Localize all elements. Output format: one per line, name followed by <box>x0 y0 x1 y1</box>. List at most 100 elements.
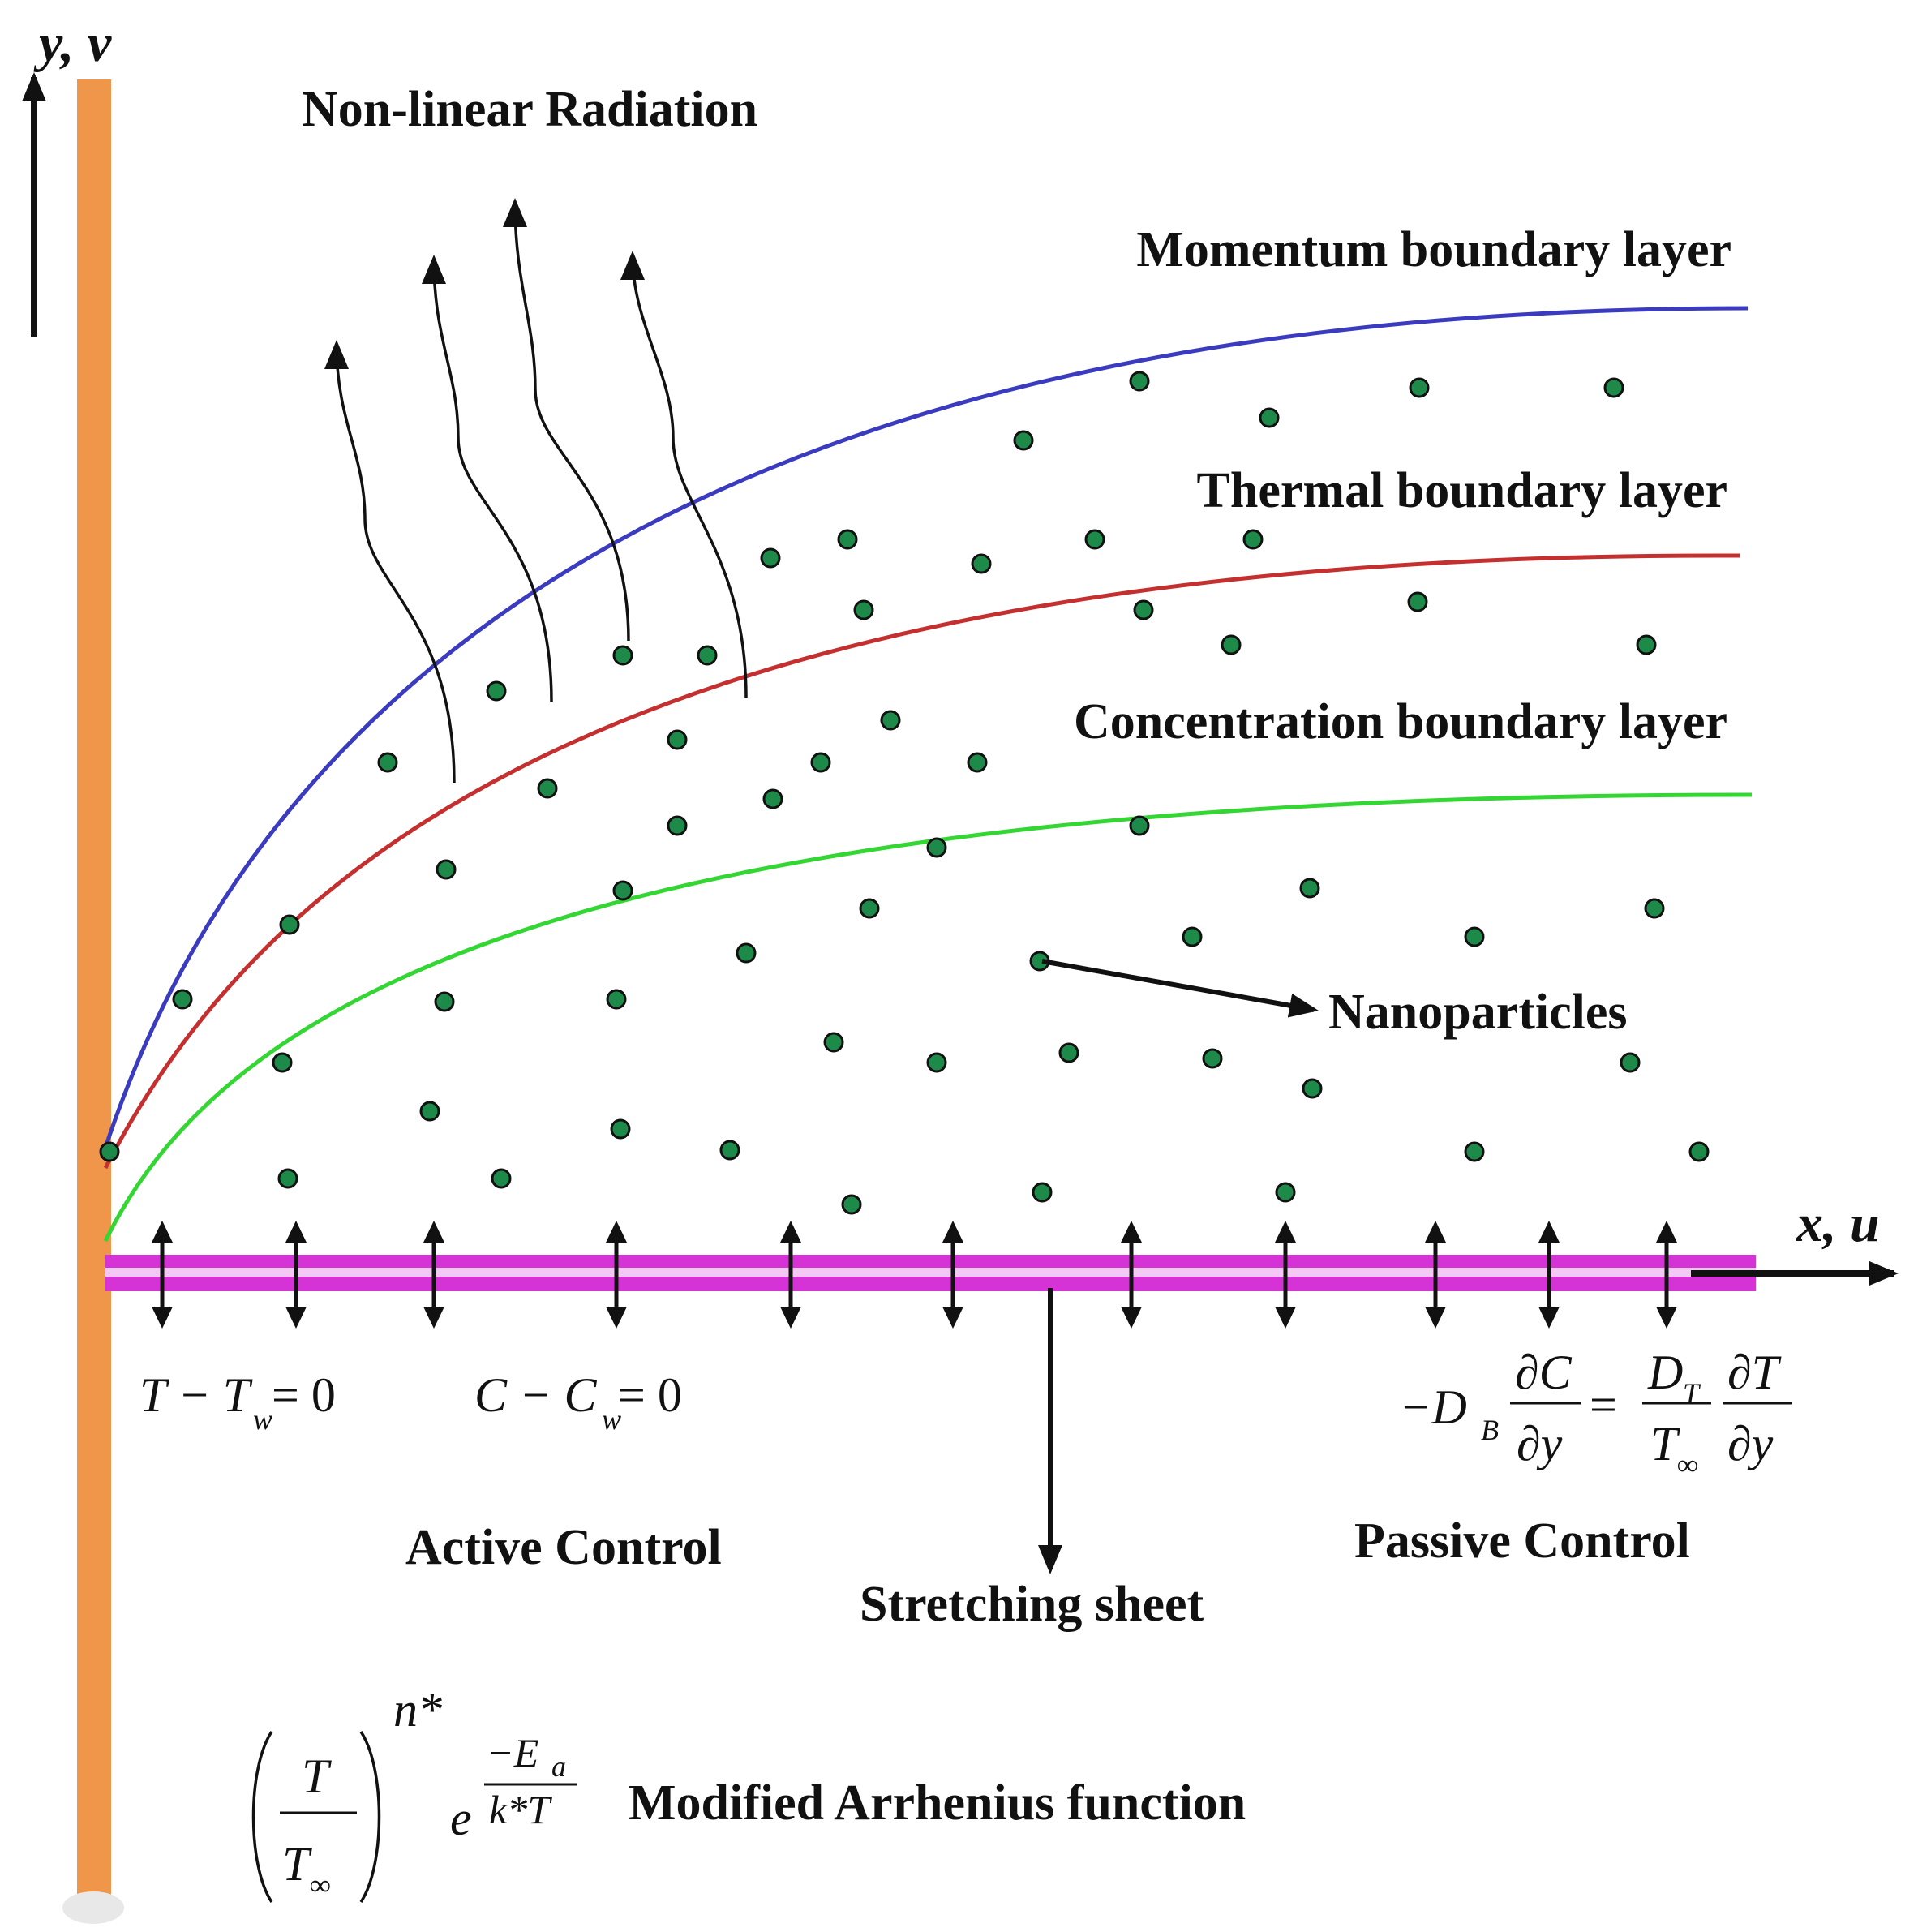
vertical-wall <box>77 79 111 1904</box>
nanoparticle <box>486 680 507 702</box>
nanoparticles-group <box>99 371 1710 1215</box>
sheet-arrow-head <box>606 1221 627 1243</box>
nanoparticle <box>1221 634 1242 655</box>
arrhenius-label: Modified Arrhenius function <box>629 1775 1246 1831</box>
sheet-arrow-head <box>423 1307 444 1329</box>
thermal-boundary-curve <box>103 553 1740 1170</box>
nanoparticle <box>1644 898 1665 919</box>
arrhenius-right-paren <box>359 1731 381 1903</box>
nanoparticle <box>1407 591 1428 612</box>
nanoparticle <box>1409 377 1430 398</box>
nanoparticle <box>1302 1078 1323 1099</box>
passive-equals: = <box>1590 1378 1617 1432</box>
sheet-arrow-head <box>1121 1307 1142 1329</box>
nanoparticle <box>667 729 688 750</box>
passive-lead: −D <box>1399 1380 1467 1434</box>
nanoparticle <box>272 1052 293 1073</box>
nanoparticle <box>172 989 193 1010</box>
nanoparticle <box>1202 1048 1223 1069</box>
momentum-boundary-curve <box>103 306 1749 1148</box>
nanoparticle <box>859 898 880 919</box>
arrhenius-num: T <box>302 1750 332 1803</box>
radiation-label: Non-linear Radiation <box>302 82 757 137</box>
radiation-arrow-2 <box>422 255 553 702</box>
radiation-arrow-4 <box>620 251 748 698</box>
passive-frac1-num: ∂C <box>1515 1346 1573 1399</box>
nanoparticle <box>610 1118 631 1140</box>
passive-control-equation: −D B ∂C ∂y = D T T ∞ ∂T ∂y <box>1399 1346 1792 1481</box>
active-T-sub: w <box>253 1403 272 1436</box>
x-axis-label: x, u <box>1796 1194 1880 1253</box>
nanoparticle <box>837 529 858 550</box>
sheet-arrow-head <box>780 1221 801 1243</box>
nanoparticle <box>880 710 901 731</box>
sheet-arrow-head <box>942 1307 963 1329</box>
nanoparticle <box>99 1141 120 1162</box>
nanoparticle <box>1013 430 1034 451</box>
concentration-label: Concentration boundary layer <box>1074 694 1727 749</box>
sheet-arrow-head <box>1275 1221 1296 1243</box>
nanoparticle <box>491 1168 512 1189</box>
nanoparticle <box>1182 926 1203 947</box>
passive-lead-sub: B <box>1481 1414 1499 1446</box>
nanoparticle <box>1058 1042 1079 1063</box>
nanoparticle <box>1464 1141 1485 1162</box>
arrhenius-expression: T T ∞ n* e −E a k*T <box>251 1683 577 1903</box>
arrhenius-e-den: k*T <box>489 1787 552 1832</box>
sheet-arrow-head <box>152 1307 173 1329</box>
nanoparticle <box>612 645 633 666</box>
active-C-rhs: = 0 <box>618 1368 682 1422</box>
sheet-arrow-head <box>152 1221 173 1243</box>
sheet-arrow-head <box>1425 1221 1446 1243</box>
nanoparticle <box>1603 377 1624 398</box>
nanoparticle <box>1133 599 1154 620</box>
passive-frac3-den: ∂y <box>1727 1417 1774 1470</box>
nanoparticle <box>810 752 831 773</box>
arrhenius-base: e <box>450 1792 472 1845</box>
sheet-arrow-head <box>423 1221 444 1243</box>
nanoparticle <box>1688 1141 1710 1162</box>
passive-frac3-num: ∂T <box>1727 1346 1782 1399</box>
nanoparticle <box>377 752 398 773</box>
sheet-arrow-head <box>1538 1307 1560 1329</box>
nanoparticle <box>1259 407 1280 428</box>
nanoparticle <box>277 1168 298 1189</box>
nanoparticle <box>971 553 992 574</box>
nanoparticle <box>436 859 457 880</box>
active-concentration-equation: C − C w = 0 <box>474 1368 682 1436</box>
sheet-arrow-head <box>942 1221 963 1243</box>
nanoparticle <box>926 1052 947 1073</box>
passive-frac1-den: ∂y <box>1517 1417 1563 1470</box>
sheet-double-arrows <box>152 1221 1677 1329</box>
radiation-arrows <box>324 198 748 784</box>
nanoparticle <box>1299 878 1320 899</box>
active-control-label: Active Control <box>405 1520 722 1575</box>
nanoparticle <box>1620 1052 1641 1073</box>
arrhenius-e-num: −E <box>487 1730 538 1775</box>
passive-control-label: Passive Control <box>1354 1513 1690 1569</box>
nanoparticles-label: Nanoparticles <box>1328 985 1628 1040</box>
nanoparticle <box>762 788 783 809</box>
radiation-arrow-1 <box>324 340 456 784</box>
arrhenius-left-paren <box>251 1731 273 1903</box>
nanoparticle <box>1032 1182 1053 1203</box>
active-C-sub: w <box>602 1403 621 1436</box>
nanoparticle <box>760 547 781 569</box>
sheet-arrow-head <box>1425 1307 1446 1329</box>
stretching-sheet-label: Stretching sheet <box>860 1577 1204 1632</box>
sheet-arrow-head <box>1538 1221 1560 1243</box>
nanoparticle <box>1275 1182 1296 1203</box>
nanoparticle <box>1636 634 1657 655</box>
passive-frac2-num-sub: T <box>1683 1377 1701 1410</box>
sheet-arrow-head <box>285 1307 307 1329</box>
sheet-arrow-head <box>780 1307 801 1329</box>
sheet-arrow-head <box>1656 1221 1677 1243</box>
sheet-arrow-head <box>285 1221 307 1243</box>
nanoparticle <box>1129 371 1150 392</box>
nanoparticle <box>1464 926 1485 947</box>
passive-frac2-num: D <box>1647 1346 1683 1399</box>
nanoparticle <box>967 752 988 773</box>
active-C-main: C − C <box>474 1368 598 1422</box>
nanoparticle <box>1129 815 1150 836</box>
